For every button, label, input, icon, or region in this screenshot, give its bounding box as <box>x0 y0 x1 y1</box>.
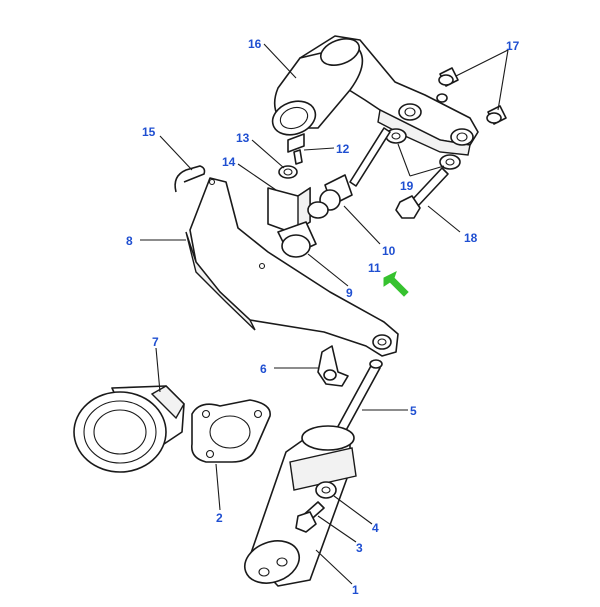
part-13-washer <box>278 165 298 179</box>
part-6-clip <box>317 345 349 387</box>
callout-3[interactable]: 3 <box>356 541 363 555</box>
part-12-small-bolt <box>287 133 305 165</box>
callout-15[interactable]: 15 <box>142 125 156 139</box>
callout-9[interactable]: 9 <box>346 286 353 300</box>
callout-4[interactable]: 4 <box>372 521 379 535</box>
leader-12 <box>303 147 335 151</box>
leader-17b <box>497 49 509 111</box>
callout-12[interactable]: 12 <box>336 142 350 156</box>
leader-15 <box>159 135 193 171</box>
leader-4 <box>333 495 373 525</box>
leader-17a <box>455 49 509 77</box>
callout-10[interactable]: 10 <box>382 244 396 258</box>
callout-14[interactable]: 14 <box>222 155 236 169</box>
leader-10 <box>343 205 381 245</box>
part-2-gasket <box>190 399 271 463</box>
part-7-release-bearing <box>73 385 185 473</box>
leader-19a <box>397 143 411 177</box>
part-5-push-rod <box>335 359 383 435</box>
leader-16 <box>263 43 297 79</box>
part-4-washer <box>315 481 337 499</box>
part-15-retaining-clip <box>174 165 206 193</box>
callout-5[interactable]: 5 <box>410 404 417 418</box>
callout-8[interactable]: 8 <box>126 234 133 248</box>
leader-7 <box>155 347 161 393</box>
part-3-bolt <box>295 501 325 533</box>
part-10-pivot-bolt <box>319 127 391 211</box>
callout-7[interactable]: 7 <box>152 335 159 349</box>
leader-18 <box>427 205 461 233</box>
part-18-bolt <box>395 167 449 219</box>
part-16-pivot-bracket <box>271 35 479 156</box>
callout-17[interactable]: 17 <box>506 39 520 53</box>
leader-14 <box>237 163 277 191</box>
callout-19[interactable]: 19 <box>400 179 414 193</box>
callout-2[interactable]: 2 <box>216 511 223 525</box>
part-17-bush-pair <box>438 67 507 125</box>
callout-16[interactable]: 16 <box>248 37 262 51</box>
callout-18[interactable]: 18 <box>464 231 478 245</box>
leader-19b <box>409 165 445 177</box>
green-arrow-icon <box>383 271 409 297</box>
part-8-release-lever <box>185 177 399 357</box>
callout-6[interactable]: 6 <box>260 362 267 376</box>
part-19-washer-pair <box>385 128 461 170</box>
callout-11[interactable]: 11 <box>368 261 381 275</box>
part-1-slave-cylinder <box>244 425 357 587</box>
part-14-bracket <box>267 186 311 233</box>
leader-lines <box>140 43 509 585</box>
callout-labels: 16 17 15 13 12 14 19 18 8 10 11 9 7 6 5 … <box>126 37 520 597</box>
leader-1 <box>315 549 353 585</box>
leader-13 <box>251 139 285 169</box>
leader-2 <box>215 463 221 511</box>
leader-3 <box>317 515 357 543</box>
callout-13[interactable]: 13 <box>236 131 250 145</box>
callout-1[interactable]: 1 <box>352 583 359 597</box>
part-9-pivot-bush <box>277 201 329 258</box>
leader-9 <box>307 253 349 287</box>
